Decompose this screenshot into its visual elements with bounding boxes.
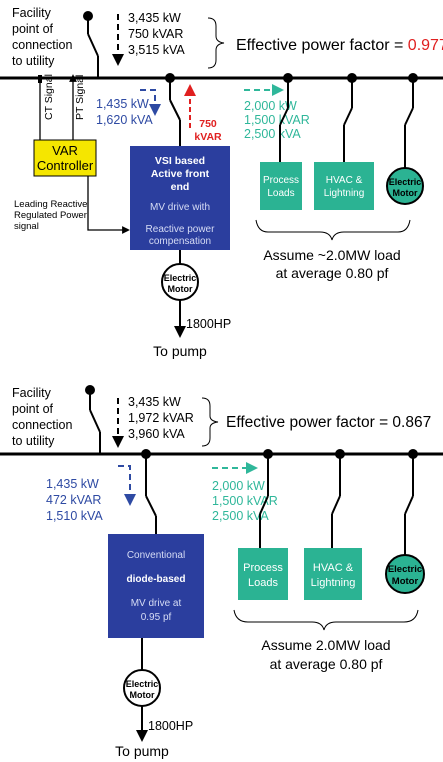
bottom-drive-flow-arrow bbox=[118, 465, 136, 506]
top-load-motor-line-2: Motor bbox=[393, 188, 418, 198]
bottom-load-kvar: 1,500 kVAR bbox=[212, 494, 278, 508]
top-ct-signal: CT Signal bbox=[43, 74, 55, 120]
top-vsi-line-6: compensation bbox=[149, 236, 211, 247]
bottom-utility-kva: 3,960 kVA bbox=[128, 427, 185, 441]
bottom-load-kw: 2,000 kW bbox=[212, 479, 265, 493]
top-load-kvar: 1,500 kVAR bbox=[244, 113, 310, 127]
top-leading-signal-2: Regulated Power bbox=[14, 210, 87, 221]
bottom-load-motor bbox=[385, 554, 425, 594]
bottom-drive-motor-line-2: Motor bbox=[130, 690, 155, 700]
bottom-process-loads-line-2: Loads bbox=[248, 577, 278, 589]
top-vsi-line-4: MV drive with bbox=[150, 202, 210, 213]
bottom-conv-box bbox=[108, 534, 204, 638]
bottom-hvac-line-1: HVAC & bbox=[313, 562, 354, 574]
top-drive-kva: 1,620 kVA bbox=[96, 113, 153, 127]
bottom-utility-kvar: 1,972 kVAR bbox=[128, 411, 194, 425]
top-load-motor bbox=[386, 167, 424, 205]
bottom-load-kva: 2,500 kVA bbox=[212, 509, 269, 523]
bottom-assume-line-2: at average 0.80 pf bbox=[270, 656, 383, 672]
top-diagram: Facility point of connection to utility … bbox=[0, 6, 443, 359]
bottom-hvac-line-2: Lightning bbox=[311, 577, 356, 589]
bottom-pf-label: Effective power factor = 0.867 bbox=[226, 414, 431, 431]
top-load-motor-line-1: Electric bbox=[389, 177, 422, 187]
top-leading-signal-1: Leading Reactive bbox=[14, 199, 87, 210]
top-hvac-box bbox=[314, 162, 374, 210]
top-hvac-line-2: Lightning bbox=[324, 188, 365, 199]
top-vsi-line-5: Reactive power bbox=[146, 224, 216, 235]
top-red-value-1: 750 bbox=[199, 118, 217, 130]
bottom-conv-line-4: 0.95 pf bbox=[141, 612, 172, 623]
bottom-process-loads-box bbox=[238, 548, 288, 600]
bottom-facility-line-4: to utility bbox=[12, 434, 55, 448]
top-pf-value: 0.977 bbox=[408, 37, 443, 54]
top-brace-icon bbox=[207, 17, 225, 69]
top-hvac-line-1: HVAC & bbox=[326, 175, 363, 186]
top-red-value-2: kVAR bbox=[194, 131, 222, 143]
bottom-hp: 1800HP bbox=[148, 719, 193, 733]
top-facility-line-4: to utility bbox=[12, 54, 55, 68]
top-var-controller-box bbox=[33, 139, 97, 177]
bottom-to-pump: To pump bbox=[115, 743, 169, 759]
top-drive-flow-arrow bbox=[140, 89, 161, 116]
bottom-drive-kvar: 472 kVAR bbox=[46, 493, 101, 507]
top-assume-line-1: Assume ~2.0MW load bbox=[263, 247, 400, 263]
top-var-controller-line-2: Controller bbox=[37, 158, 94, 173]
top-process-loads-line-2: Loads bbox=[267, 188, 294, 199]
top-drive-kw: 1,435 kW bbox=[96, 97, 149, 111]
top-load-kva: 2,500 kVA bbox=[244, 127, 301, 141]
top-vsi-line-2: Active front bbox=[151, 168, 210, 180]
top-var-controller-line-1: VAR bbox=[52, 143, 78, 158]
top-leading-signal-3: signal bbox=[14, 221, 39, 232]
top-assume-line-2: at average 0.80 pf bbox=[276, 265, 389, 281]
bottom-load-motor-line-2: Motor bbox=[392, 576, 419, 587]
top-leading-signal-line bbox=[87, 176, 130, 234]
top-process-loads-box bbox=[260, 162, 302, 210]
bottom-drive-kw: 1,435 kW bbox=[46, 477, 99, 491]
top-drive-motor-line-1: Electric bbox=[164, 273, 197, 283]
top-facility-line-2: point of bbox=[12, 22, 54, 36]
top-pt-signal: PT Signal bbox=[74, 75, 86, 120]
bottom-facility-line-1: Facility bbox=[12, 386, 52, 400]
bottom-conv-line-2: diode-based bbox=[127, 574, 186, 585]
bottom-conv-line-1: Conventional bbox=[127, 550, 185, 561]
bottom-drive-switch bbox=[145, 495, 157, 517]
top-vsi-line-1: VSI based bbox=[155, 155, 205, 167]
top-process-loads-line-1: Process bbox=[263, 175, 299, 186]
top-utility-kw: 3,435 kW bbox=[128, 11, 181, 25]
bottom-hvac-box bbox=[304, 548, 362, 600]
bottom-utility-kw: 3,435 kW bbox=[128, 395, 181, 409]
bottom-diagram: Facility point of connection to utility … bbox=[0, 385, 443, 759]
bottom-drive-kva: 1,510 kVA bbox=[46, 509, 103, 523]
top-hp: 1800HP bbox=[186, 317, 231, 331]
bottom-process-loads-line-1: Process bbox=[243, 562, 283, 574]
top-vsi-line-3: end bbox=[171, 181, 190, 193]
bottom-drive-motor-line-1: Electric bbox=[126, 679, 159, 689]
top-utility-kvar: 750 kVAR bbox=[128, 27, 183, 41]
bottom-utility-switch bbox=[89, 409, 101, 433]
bottom-load-motor-line-1: Electric bbox=[388, 564, 422, 575]
bottom-assume-brace-icon bbox=[233, 609, 419, 631]
top-load-kw: 2,000 kW bbox=[244, 99, 297, 113]
top-pf-label: Effective power factor = 0.977 bbox=[236, 37, 443, 54]
bottom-facility-line-2: point of bbox=[12, 402, 54, 416]
top-assume-brace-icon bbox=[255, 219, 411, 241]
bottom-assume-line-1: Assume 2.0MW load bbox=[261, 637, 390, 653]
top-drive-switch bbox=[169, 99, 181, 121]
top-vsi-box bbox=[130, 146, 230, 250]
top-utility-switch bbox=[87, 33, 99, 57]
bottom-brace-icon bbox=[201, 397, 219, 447]
top-utility-kva: 3,515 kVA bbox=[128, 43, 185, 57]
bottom-conv-line-3: MV drive at bbox=[131, 598, 182, 609]
bottom-facility-line-3: connection bbox=[12, 418, 73, 432]
top-to-pump: To pump bbox=[153, 343, 207, 359]
top-facility-line-3: connection bbox=[12, 38, 73, 52]
top-drive-motor-line-2: Motor bbox=[168, 284, 193, 294]
top-facility-line-1: Facility bbox=[12, 6, 52, 20]
